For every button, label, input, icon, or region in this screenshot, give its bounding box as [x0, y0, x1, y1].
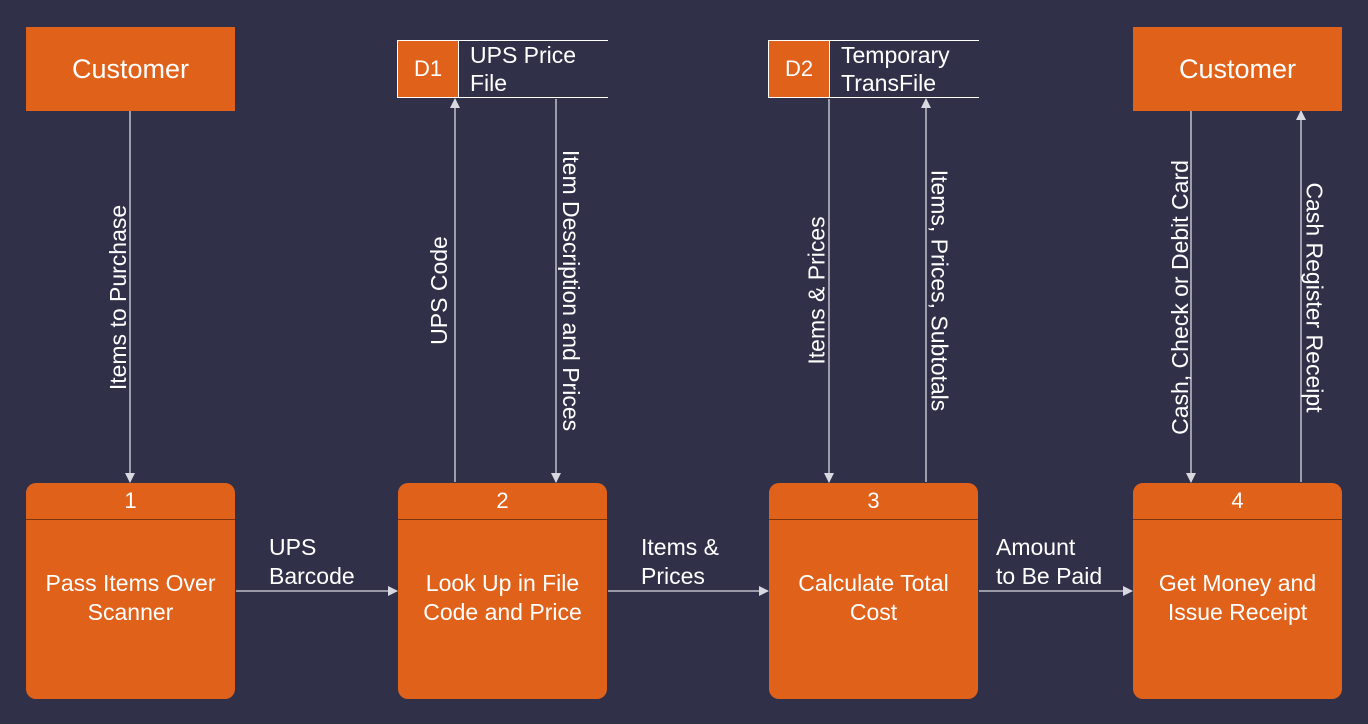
- data-store-d1: D1 UPS Price File: [397, 40, 608, 98]
- flow-label-amount-to-be-paid: Amount to Be Paid: [996, 534, 1103, 589]
- flow-label-ups-barcode: UPS Barcode: [269, 534, 355, 589]
- process-3-label: Calculate Total Cost: [798, 570, 949, 625]
- process-2-number: 2: [398, 483, 607, 520]
- flow-label-items-prices-subtotals: Items, Prices, Subtotals: [926, 169, 953, 411]
- flow-label-item-description: Item Description and Prices: [557, 149, 584, 431]
- flow-label-receipt: Cash Register Receipt: [1301, 181, 1328, 413]
- process-3-number: 3: [769, 483, 978, 520]
- process-4: 4 Get Money and Issue Receipt: [1133, 483, 1342, 699]
- data-store-d2-id: D2: [768, 41, 830, 97]
- process-3: 3 Calculate Total Cost: [769, 483, 978, 699]
- flow-label-payment: Cash, Check or Debit Card: [1166, 159, 1193, 435]
- customer-entity-left-label: Customer: [71, 53, 190, 84]
- flow-label-items-prices-down: Items & Prices: [803, 215, 830, 365]
- process-2: 2 Look Up in File Code and Price: [398, 483, 607, 699]
- data-store-d1-name: UPS Price File: [470, 42, 577, 96]
- customer-entity-left: Customer: [26, 27, 235, 111]
- process-4-label: Get Money and Issue Receipt: [1158, 570, 1317, 625]
- process-1-number: 1: [26, 483, 235, 520]
- data-store-d2: D2 Temporary TransFile: [768, 40, 979, 98]
- flow-label-ups-code: UPS Code: [425, 235, 452, 345]
- process-1-label: Pass Items Over Scanner: [45, 570, 216, 625]
- flow-label-items-prices-horizontal: Items & Prices: [641, 534, 719, 589]
- flow-label-items-to-purchase: Items to Purchase: [104, 204, 131, 390]
- process-2-label: Look Up in File Code and Price: [423, 570, 582, 625]
- data-store-d1-id: D1: [397, 41, 459, 97]
- data-store-d2-name: Temporary TransFile: [841, 42, 950, 96]
- customer-entity-right-label: Customer: [1178, 53, 1297, 84]
- process-4-number: 4: [1133, 483, 1342, 520]
- customer-entity-right: Customer: [1133, 27, 1342, 111]
- process-1: 1 Pass Items Over Scanner: [26, 483, 235, 699]
